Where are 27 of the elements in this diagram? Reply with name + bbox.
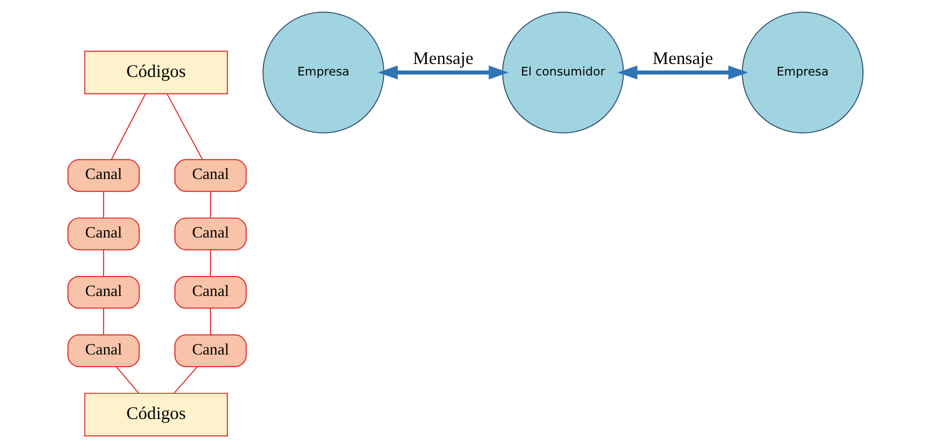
node-box: Canal	[67, 276, 140, 309]
node-box: Canal	[174, 218, 247, 250]
node-box: Códigos	[84, 392, 228, 436]
node-box: Canal	[174, 334, 247, 368]
node-box: Canal	[174, 159, 247, 192]
connector	[103, 250, 104, 277]
edge-label: Mensaje	[652, 48, 714, 68]
connector	[110, 93, 146, 160]
node-box: Canal	[67, 334, 140, 368]
node-circle: Empresa	[742, 12, 864, 134]
connector	[103, 191, 104, 218]
node-circle: Empresa	[262, 12, 384, 134]
node-circle: El consumidor	[502, 12, 624, 134]
arrow	[378, 66, 509, 80]
connector	[166, 93, 203, 160]
arrow	[618, 66, 748, 80]
connector	[103, 308, 104, 336]
node-box: Canal	[67, 218, 140, 250]
connector	[210, 308, 212, 336]
edge-label: Mensaje	[413, 48, 474, 68]
connector	[174, 366, 198, 394]
node-box: Códigos	[84, 50, 228, 94]
node-box: Canal	[67, 159, 140, 192]
connector	[210, 191, 212, 218]
connector	[210, 250, 212, 277]
connector	[116, 366, 140, 394]
node-box: Canal	[174, 276, 247, 309]
